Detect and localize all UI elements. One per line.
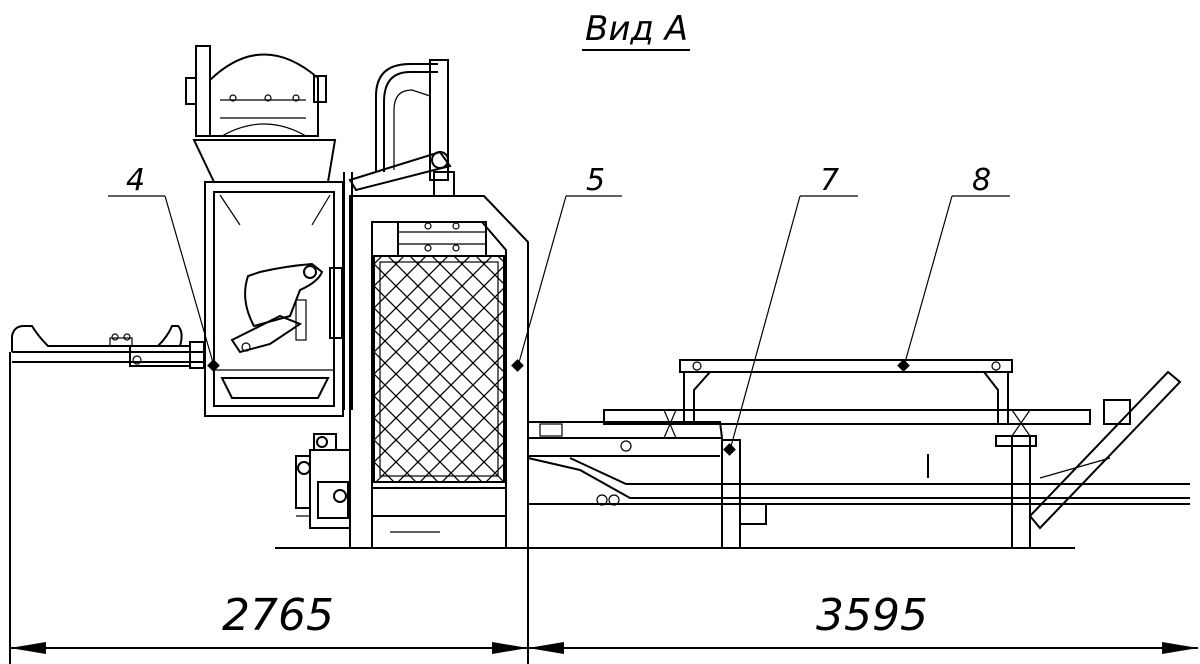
outfeed-conveyor (527, 421, 1190, 549)
callout-4: 4 (126, 163, 145, 198)
callout-5: 5 (586, 163, 605, 198)
dimension-right: 3595 (816, 590, 928, 641)
callout-7: 7 (820, 163, 839, 198)
feed-hopper (185, 45, 344, 417)
dimension-left: 2765 (222, 590, 334, 641)
callout-8: 8 (972, 163, 991, 198)
dimension-lines (9, 352, 1198, 664)
splitter-frame (349, 195, 529, 549)
pump-unit (295, 433, 351, 529)
hydraulic-cylinder (329, 59, 455, 410)
inclined-conveyor (1028, 370, 1182, 530)
view-title-group: Вид А (582, 9, 690, 51)
view-title: Вид А (585, 9, 688, 49)
top-tray (603, 359, 1131, 549)
left-infeed-deck (11, 325, 205, 369)
